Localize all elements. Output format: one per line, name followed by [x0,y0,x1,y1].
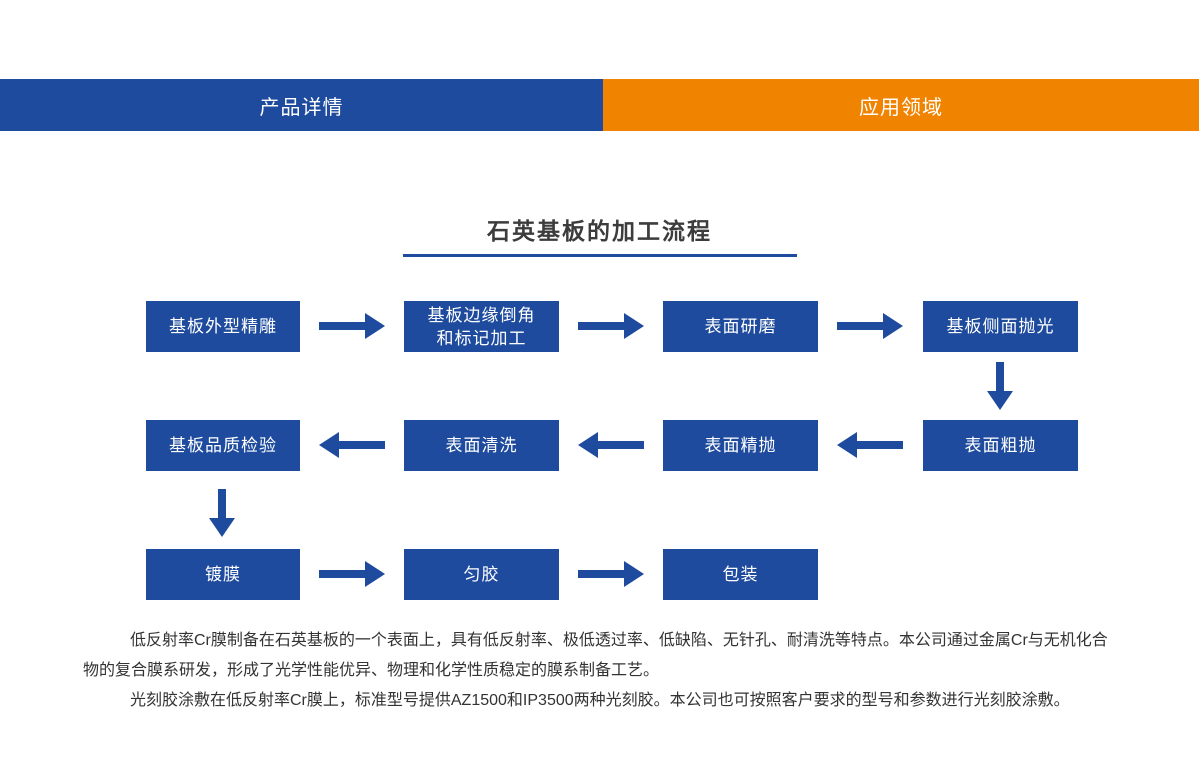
flow-step-rough-polish: 表面粗抛 [923,420,1078,471]
description-paragraph-1: 低反射率Cr膜制备在石英基板的一个表面上，具有低反射率、极低透过率、低缺陷、无针… [83,632,1108,679]
flow-step-grinding: 表面研磨 [663,301,818,352]
tab-application-areas[interactable]: 应用领域 [603,79,1199,131]
arrow-right-icon [319,313,385,339]
arrow-down-icon [987,362,1013,410]
title-underline [403,254,797,257]
page-title: 石英基板的加工流程 [487,218,712,244]
description-paragraph-2: 光刻胶涂敷在低反射率Cr膜上，标准型号提供AZ1500和IP3500两种光刻胶。… [130,692,1070,709]
arrow-left-icon [319,432,385,458]
flow-step-edge-chamfer: 基板边缘倒角 和标记加工 [404,301,559,352]
description-block: 低反射率Cr膜制备在石英基板的一个表面上，具有低反射率、极低透过率、低缺陷、无针… [83,626,1111,716]
arrow-right-icon [578,561,644,587]
flow-step-fine-polish: 表面精抛 [663,420,818,471]
flow-step-shaping: 基板外型精雕 [146,301,300,352]
arrow-right-icon [837,313,903,339]
arrow-right-icon [319,561,385,587]
arrow-down-icon [209,489,235,537]
arrow-right-icon [578,313,644,339]
arrow-left-icon [578,432,644,458]
flow-step-coating: 镀膜 [146,549,300,600]
flow-step-packaging: 包装 [663,549,818,600]
tab-bar: 产品详情 应用领域 [0,79,1199,131]
arrow-left-icon [837,432,903,458]
tab-product-details[interactable]: 产品详情 [0,79,603,131]
flow-step-quality-check: 基板品质检验 [146,420,300,471]
flow-step-side-polish: 基板侧面抛光 [923,301,1078,352]
flow-step-resist-spin: 匀胶 [404,549,559,600]
flow-step-cleaning: 表面清洗 [404,420,559,471]
